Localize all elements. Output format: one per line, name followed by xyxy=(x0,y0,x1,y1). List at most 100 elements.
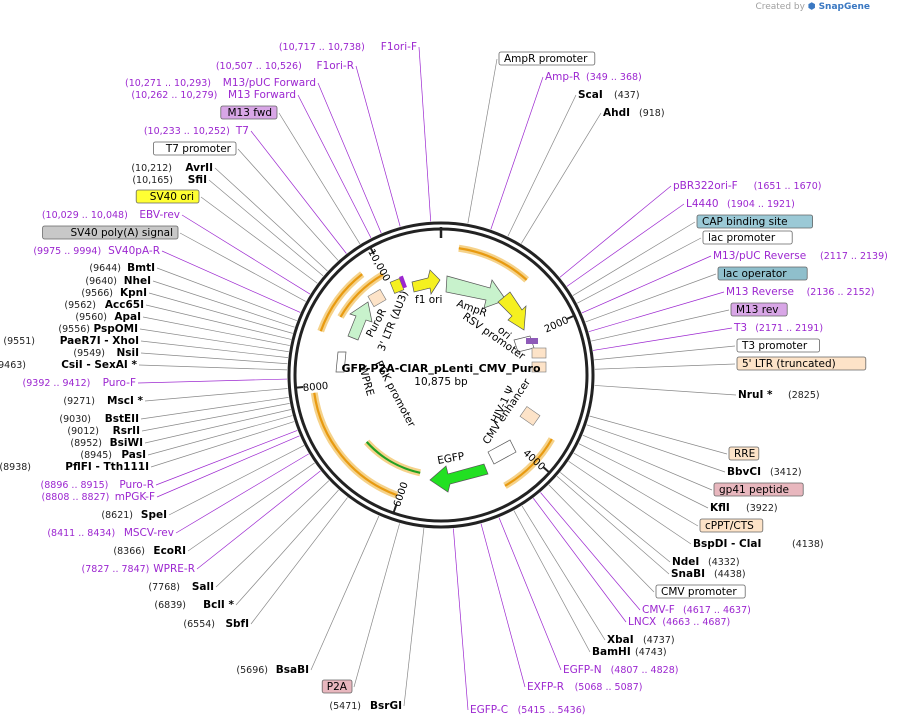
left-label-mscv-rev[interactable]: MSCV-rev(8411 .. 8434) xyxy=(47,527,174,539)
right-label-snabi[interactable]: SnaBI(4438) xyxy=(671,568,746,580)
leader-line xyxy=(560,472,671,563)
leader-line xyxy=(403,528,425,707)
left-label-sv40-poly-a-signal[interactable]: SV40 poly(A) signal xyxy=(42,225,179,240)
left-label-csii-sexai[interactable]: CsiI - SexAI *(9463) xyxy=(0,359,137,371)
left-label-sali[interactable]: SalI(7768) xyxy=(148,581,214,593)
left-label-bsteii[interactable]: BstEII(9030) xyxy=(59,413,139,425)
left-label-pasi[interactable]: PasI(8945) xyxy=(80,449,146,461)
right-label-xbai[interactable]: XbaI(4737) xyxy=(607,634,675,646)
left-label-sfii[interactable]: SfiI(10,165) xyxy=(132,174,207,186)
label-coordinate: (4743) xyxy=(635,647,667,658)
leader-line xyxy=(250,497,348,625)
right-label-l4440[interactable]: L4440(1904 .. 1921) xyxy=(686,198,795,210)
right-label-cmv-promoter[interactable]: CMV promoter xyxy=(655,584,746,599)
label-text: CsiI - SexAI * xyxy=(61,359,137,371)
left-label-p2a[interactable]: P2A xyxy=(321,679,353,694)
left-label-bsabi[interactable]: BsaBI(5696) xyxy=(236,664,309,676)
right-label-rre[interactable]: RRE xyxy=(728,446,760,461)
left-label-acc65i[interactable]: Acc65I(9562) xyxy=(64,299,144,311)
left-label-apai[interactable]: ApaI(9560) xyxy=(75,311,141,323)
label-coordinate: (10,717 .. 10,738) xyxy=(279,42,365,53)
label-text: NheI xyxy=(124,275,151,287)
left-label-nhei[interactable]: NheI(9640) xyxy=(85,275,151,287)
leader-line xyxy=(208,179,324,277)
right-label-bspdi-clai[interactable]: BspDI - ClaI(4138) xyxy=(693,538,824,550)
right-label-scai[interactable]: ScaI(437) xyxy=(578,89,640,101)
right-label-bamhi[interactable]: BamHI(4743) xyxy=(592,646,667,658)
left-label-wpre-r[interactable]: WPRE-R(7827 .. 7847) xyxy=(82,563,195,575)
right-label-lac-operator[interactable]: lac operator xyxy=(717,266,808,281)
left-label-f1ori-r[interactable]: F1ori-R(10,507 .. 10,526) xyxy=(216,60,354,72)
left-label-m13-forward[interactable]: M13 Forward(10,262 .. 10,279) xyxy=(131,89,296,101)
left-label-ecori[interactable]: EcoRI(8366) xyxy=(113,545,186,557)
left-label-mpgk-f[interactable]: mPGK-F(8808 .. 8827) xyxy=(42,491,155,503)
right-label-exfp-r[interactable]: EXFP-R(5068 .. 5087) xyxy=(527,681,642,693)
right-label-nrui[interactable]: NruI *(2825) xyxy=(738,389,820,401)
right-label-bbvci[interactable]: BbvCI(3412) xyxy=(727,466,802,478)
right-label-m13-puc-reverse[interactable]: M13/pUC Reverse(2117 .. 2139) xyxy=(713,250,888,262)
label-text: SfiI xyxy=(188,174,207,186)
right-label-m13-reverse[interactable]: M13 Reverse(2136 .. 2152) xyxy=(726,286,874,298)
left-label-m13-fwd[interactable]: M13 fwd xyxy=(220,105,278,120)
label-text: ScaI xyxy=(578,89,603,101)
left-label-bsiwi[interactable]: BsiWI(8952) xyxy=(70,437,143,449)
right-label-cmv-f[interactable]: CMV-F(4617 .. 4637) xyxy=(642,604,751,616)
right-label-cppt-cts[interactable]: cPPT/CTS xyxy=(699,518,764,533)
label-text: EcoRI xyxy=(153,545,186,557)
label-text: M13 Reverse xyxy=(726,286,794,298)
left-label-puro-r[interactable]: Puro-R(8896 .. 8915) xyxy=(41,479,154,491)
left-label-m13-puc-forward[interactable]: M13/pUC Forward(10,271 .. 10,293) xyxy=(125,77,316,89)
left-label-t7-promoter[interactable]: T7 promoter xyxy=(152,141,237,156)
left-label-nsii[interactable]: NsiI(9549) xyxy=(73,347,139,359)
right-label-lac-promoter[interactable]: lac promoter xyxy=(702,230,793,245)
leader-line xyxy=(591,309,730,342)
right-label-kfli[interactable]: KflI(3922) xyxy=(710,502,778,514)
leader-line xyxy=(140,352,288,365)
left-label-egfp-c[interactable]: EGFP-C(5415 .. 5436) xyxy=(470,704,585,716)
right-label-ahdi[interactable]: AhdI(918) xyxy=(603,107,665,119)
right-label-5-ltr-truncated[interactable]: 5' LTR (truncated) xyxy=(736,356,867,371)
right-label-amp-r[interactable]: Amp-R(349 .. 368) xyxy=(545,71,642,83)
right-label-ampr-promoter[interactable]: AmpR promoter xyxy=(498,51,596,66)
leader-line xyxy=(355,65,401,227)
leader-line xyxy=(572,221,696,296)
right-label-t3[interactable]: T3(2171 .. 2191) xyxy=(733,322,823,334)
label-coordinate: (10,233 .. 10,252) xyxy=(144,126,230,137)
leader-line xyxy=(490,76,544,230)
ltr-block-2 xyxy=(531,361,547,373)
label-coordinate: (2825) xyxy=(788,390,820,401)
left-label-bcli[interactable]: BclI *(6839) xyxy=(154,599,234,611)
label-coordinate: (10,212) xyxy=(131,163,172,174)
left-label-paer7i-xhoi[interactable]: PaeR7I - XhoI(9551) xyxy=(3,335,139,347)
left-label-msci[interactable]: MscI *(9271) xyxy=(63,395,143,407)
left-label-kpni[interactable]: KpnI(9566) xyxy=(81,287,147,299)
left-label-avrii[interactable]: AvrII(10,212) xyxy=(131,162,213,174)
right-label-lncx[interactable]: LNCX(4663 .. 4687) xyxy=(628,616,730,628)
label-coordinate: (7768) xyxy=(148,582,180,593)
left-label-pspomi[interactable]: PspOMI(9556) xyxy=(58,323,138,335)
left-label-t7[interactable]: T7(10,233 .. 10,252) xyxy=(144,125,249,137)
right-label-ndei[interactable]: NdeI(4332) xyxy=(672,556,740,568)
leader-line xyxy=(144,409,291,444)
left-label-sv40pa-r[interactable]: SV40pA-R(9975 .. 9994) xyxy=(33,245,160,257)
right-label-t3-promoter[interactable]: T3 promoter xyxy=(736,338,820,353)
right-label-m13-rev[interactable]: M13 rev xyxy=(730,302,788,317)
label-text: SnaBI xyxy=(671,568,705,580)
left-label-sbfi[interactable]: SbfI(6554) xyxy=(183,618,249,630)
right-label-gp41-peptide[interactable]: gp41 peptide xyxy=(713,482,804,497)
left-label-rsrii[interactable]: RsrII(9012) xyxy=(67,425,140,437)
left-label-f1ori-f[interactable]: F1ori-F(10,717 .. 10,738) xyxy=(279,41,417,53)
left-label-bmti[interactable]: BmtI(9644) xyxy=(89,262,155,274)
left-label-pflfi-tth111i[interactable]: PflFI - Tth111I(8938) xyxy=(0,461,149,473)
left-label-spei[interactable]: SpeI(8621) xyxy=(101,509,167,521)
label-text: CAP binding site xyxy=(702,216,788,228)
leader-line xyxy=(540,492,641,611)
left-label-sv40-ori[interactable]: SV40 ori xyxy=(135,189,200,204)
left-label-bsrgi[interactable]: BsrGI(5471) xyxy=(329,700,402,712)
right-label-cap-binding-site[interactable]: CAP binding site xyxy=(696,214,813,229)
left-label-ebv-rev[interactable]: EBV-rev(10,029 .. 10,048) xyxy=(42,209,180,221)
right-label-pbr322ori-f[interactable]: pBR322ori-F(1651 .. 1670) xyxy=(673,180,821,192)
label-text: EGFP-N xyxy=(563,664,602,676)
left-label-puro-f[interactable]: Puro-F(9392 .. 9412) xyxy=(23,377,136,389)
right-label-egfp-n[interactable]: EGFP-N(4807 .. 4828) xyxy=(563,664,678,676)
